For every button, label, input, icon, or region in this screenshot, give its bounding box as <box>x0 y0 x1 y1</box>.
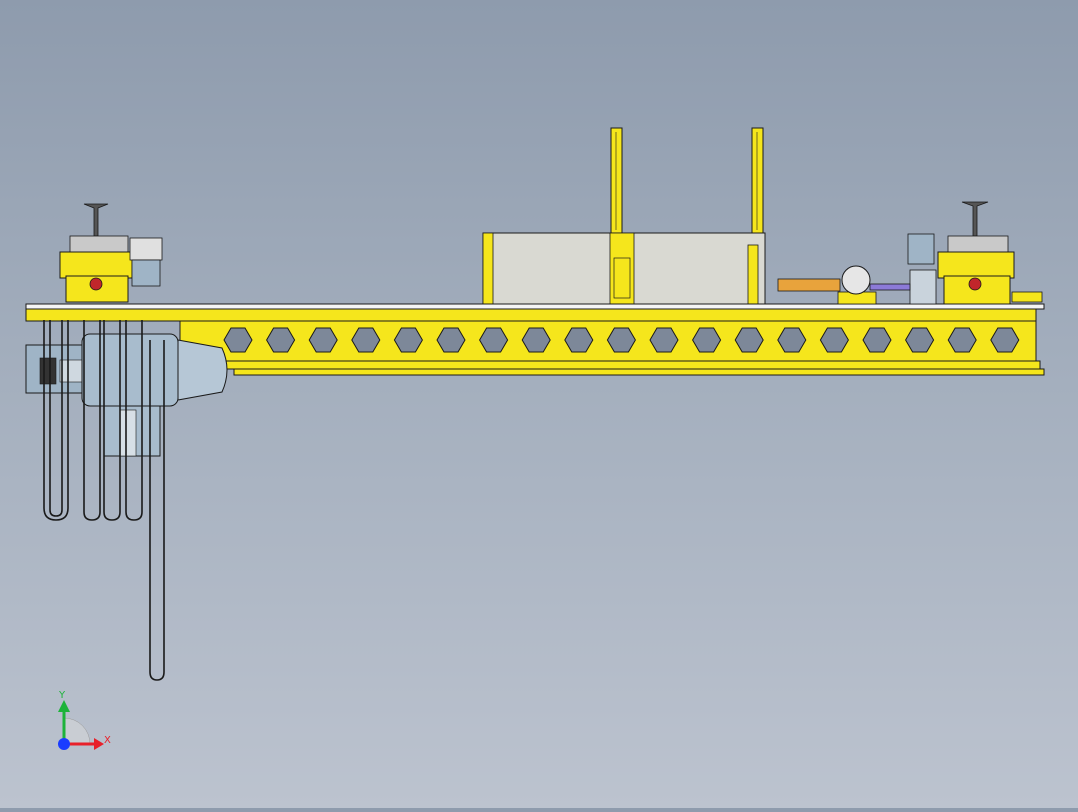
y-axis-label: Y <box>58 690 66 701</box>
z-axis-dot-icon <box>58 738 70 750</box>
hex-cutout <box>223 327 253 353</box>
x-axis-label: X <box>104 735 111 746</box>
pendant-cables <box>43 320 165 681</box>
hex-cutout <box>393 327 423 353</box>
hex-cutout <box>479 327 509 353</box>
beam-hex-cutouts <box>223 327 1020 353</box>
hex-cutout <box>606 327 636 353</box>
drive-gearbox[interactable] <box>777 265 911 305</box>
hex-cutout <box>990 327 1020 353</box>
hex-cutout <box>521 327 551 353</box>
hex-cutout <box>436 327 466 353</box>
hex-cutout <box>734 327 764 353</box>
hex-cutout <box>351 327 381 353</box>
x-arrow-icon <box>94 738 104 750</box>
hex-cutout <box>308 327 338 353</box>
coordinate-triad: Y X <box>58 690 111 750</box>
main-beam[interactable] <box>25 303 1045 376</box>
hex-cutout <box>947 327 977 353</box>
control-cabinet[interactable] <box>482 232 766 306</box>
hex-cutout <box>564 327 594 353</box>
hex-cutout <box>649 327 679 353</box>
hex-cutout <box>905 327 935 353</box>
hex-cutout <box>819 327 849 353</box>
left-trolley[interactable] <box>59 203 163 303</box>
y-arrow-icon <box>58 700 70 712</box>
right-trolley[interactable] <box>907 201 1043 305</box>
guard-post-left[interactable] <box>610 127 623 235</box>
hex-cutout <box>266 327 296 353</box>
guard-post-right[interactable] <box>751 127 764 235</box>
hex-cutout <box>862 327 892 353</box>
hex-cutout <box>692 327 722 353</box>
hex-cutout <box>777 327 807 353</box>
hoist-motor[interactable] <box>25 333 228 457</box>
